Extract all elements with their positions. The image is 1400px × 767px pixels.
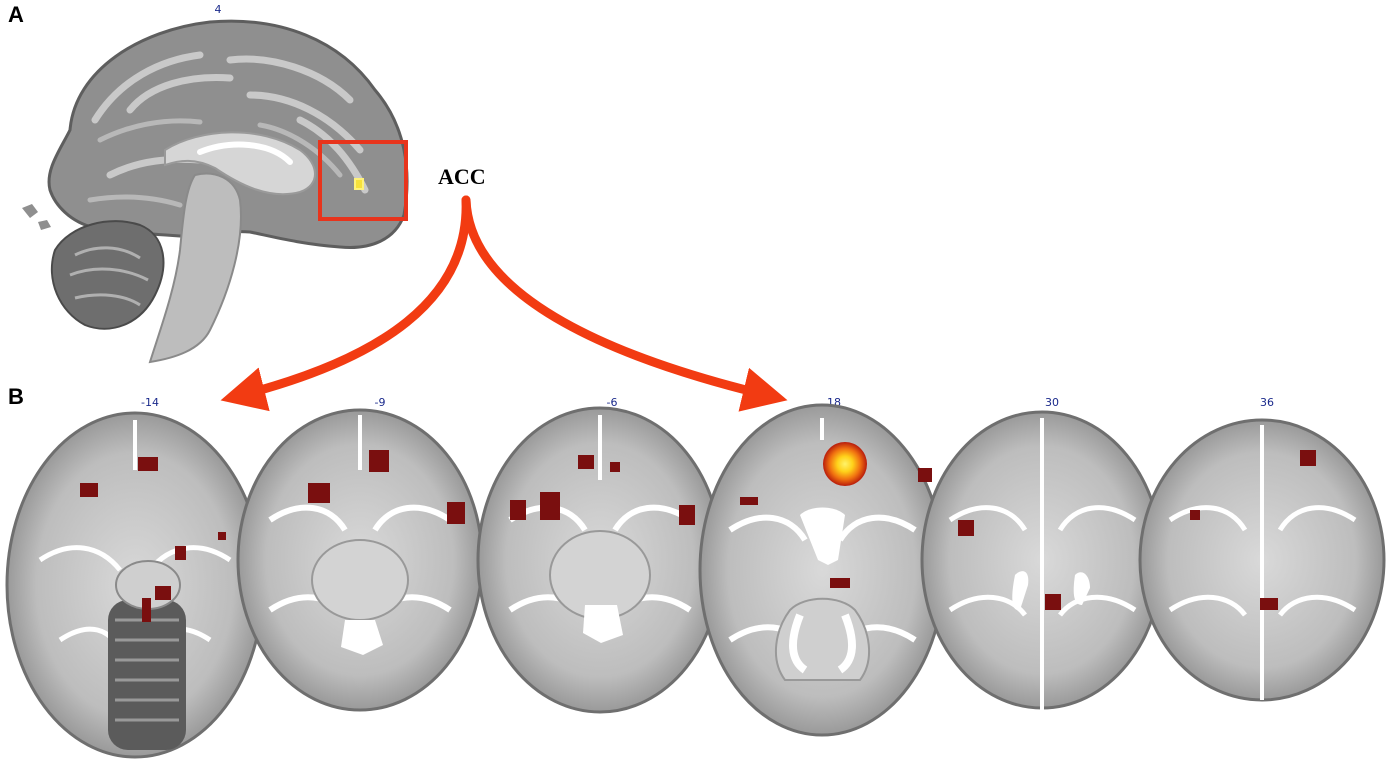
activation-blob	[578, 455, 594, 469]
axial-slice-4	[698, 403, 946, 737]
acc-label: ACC	[438, 164, 486, 189]
acc-activation-hotspot	[823, 442, 867, 486]
activation-blob	[510, 500, 526, 520]
axial-slice-number-5: 30	[1045, 396, 1059, 409]
arrow-right	[461, 195, 788, 412]
panel-label-a: A	[8, 2, 24, 27]
acc-arrows	[220, 195, 788, 412]
lateral-ventricles	[800, 507, 845, 565]
activation-blob	[830, 578, 850, 588]
axial-slice-5	[920, 410, 1164, 712]
activation-blob	[142, 598, 151, 622]
axial-slice-1	[5, 411, 265, 759]
axial-slice-6	[1138, 418, 1386, 702]
axial-slice-number-3: -6	[606, 396, 618, 409]
activation-blob	[679, 505, 695, 525]
panel-label-b: B	[8, 384, 24, 409]
activation-blob	[610, 462, 620, 472]
sagittal-slice-number: 4	[214, 3, 222, 16]
activation-blob	[218, 532, 226, 540]
activation-blob	[918, 468, 932, 482]
arrow-left	[220, 195, 471, 412]
activation-blob	[308, 483, 330, 503]
acc-highlight-box	[318, 140, 408, 221]
sagittal-brain	[22, 19, 409, 364]
activation-blob	[447, 502, 465, 524]
activation-blob	[1260, 598, 1278, 610]
activation-blob	[540, 492, 560, 520]
activation-blob	[958, 520, 974, 536]
activation-blob	[155, 586, 171, 600]
activation-blob	[740, 497, 758, 505]
axial-slice-number-6: 36	[1260, 396, 1274, 409]
activation-blob	[80, 483, 98, 497]
axial-slice-number-2: -9	[374, 396, 386, 409]
activation-blob	[175, 546, 186, 560]
activation-blob	[369, 450, 389, 472]
activation-blob	[138, 457, 158, 471]
axial-slice-2	[236, 408, 484, 712]
activation-blob	[1190, 510, 1200, 520]
axial-slice-3	[476, 406, 724, 714]
activation-blob	[1045, 594, 1061, 610]
activation-blob	[1300, 450, 1316, 466]
axial-slice-number-1: -14	[141, 396, 159, 409]
